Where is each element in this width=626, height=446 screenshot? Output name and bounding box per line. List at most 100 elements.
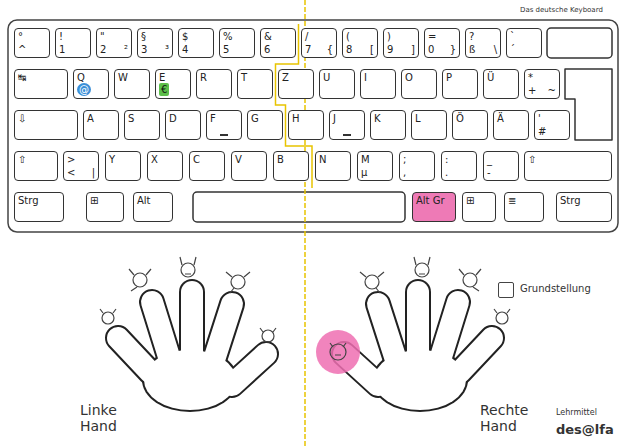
key-legend: ; bbox=[403, 154, 406, 165]
key-legend: E bbox=[159, 72, 165, 83]
key-cap: Ö bbox=[452, 110, 488, 140]
key-cap: G bbox=[247, 110, 283, 140]
home-bump bbox=[220, 134, 228, 136]
key-legend: ` bbox=[510, 31, 515, 42]
key-cap: T bbox=[237, 69, 273, 99]
key-legend: Alt Gr bbox=[416, 195, 445, 206]
key-legend: U bbox=[323, 72, 330, 83]
key-legend: ß bbox=[469, 44, 475, 55]
key-cap: K bbox=[370, 110, 406, 140]
key-legend: P bbox=[446, 72, 452, 83]
key-cap: %5 bbox=[219, 28, 255, 58]
key-cap: A bbox=[83, 110, 119, 140]
key-legend: § bbox=[141, 31, 146, 42]
key-cap: ;, bbox=[399, 151, 435, 181]
key-legend: + bbox=[528, 85, 536, 96]
key-cap: X bbox=[147, 151, 183, 181]
key-legend: $ bbox=[182, 31, 188, 42]
key-legend: ] bbox=[411, 44, 415, 55]
key-legend: . bbox=[445, 167, 448, 178]
key-cap: R bbox=[196, 69, 232, 99]
key-cap: '# bbox=[534, 110, 570, 140]
key-legend: ⊞ bbox=[466, 195, 474, 206]
key-legend: ↹ bbox=[18, 72, 26, 83]
key-cap: ↹ bbox=[14, 69, 68, 99]
key-cap: Strg bbox=[556, 192, 612, 222]
hand-divider bbox=[304, 0, 306, 446]
key-legend: 8 bbox=[346, 44, 352, 55]
key-cap: ≣ bbox=[504, 192, 544, 222]
key-legend: ? bbox=[469, 31, 474, 42]
key-cap: L bbox=[411, 110, 447, 140]
key-legend: µ bbox=[361, 167, 367, 178]
key-legend: \ bbox=[494, 44, 497, 55]
key-legend: K bbox=[374, 113, 381, 124]
palm-fill bbox=[374, 350, 466, 410]
palm-fill bbox=[144, 350, 236, 410]
key-legend: 7 bbox=[305, 44, 311, 55]
key-cap: S bbox=[124, 110, 160, 140]
key-cap: Alt bbox=[133, 192, 173, 222]
key-legend: 6 bbox=[264, 44, 270, 55]
key-cap: Ä bbox=[493, 110, 529, 140]
key-legend: D bbox=[169, 113, 177, 124]
key-cap: J bbox=[329, 110, 365, 140]
key-cap: / 7 { bbox=[301, 28, 337, 58]
key-legend: L bbox=[415, 113, 421, 124]
key-cap: Alt Gr bbox=[412, 192, 456, 222]
key-cap: N bbox=[315, 151, 351, 181]
key-cap: ⇩ bbox=[14, 110, 78, 140]
key-legend: ⊞ bbox=[90, 195, 98, 206]
key-legend: 5 bbox=[223, 44, 229, 55]
key-legend: W bbox=[118, 72, 128, 83]
right-hand bbox=[344, 292, 492, 412]
key-cap: ><| bbox=[63, 151, 99, 181]
text-label: Rechte Hand bbox=[480, 402, 540, 434]
key-legend: { bbox=[327, 44, 333, 55]
text-label: Lehrmittel bbox=[556, 408, 597, 417]
left-hand bbox=[118, 292, 266, 412]
space-key bbox=[193, 192, 405, 222]
key-cap: Ü bbox=[483, 69, 519, 99]
key-legend: ³ bbox=[165, 44, 169, 55]
key-legend: ' bbox=[538, 113, 541, 124]
key-cap: )9] bbox=[383, 28, 419, 58]
text-label: Das deutsche Keyboard bbox=[520, 6, 603, 14]
key-legend: Z bbox=[282, 72, 289, 83]
key-legend: S bbox=[128, 113, 134, 124]
key-legend: } bbox=[450, 44, 456, 55]
key-legend: ^ bbox=[18, 44, 26, 55]
key-cap: ⇧ bbox=[524, 151, 612, 181]
key-legend: ⇩ bbox=[18, 113, 26, 124]
key-cap: U bbox=[319, 69, 355, 99]
key-cap: $4 bbox=[178, 28, 214, 58]
key-legend: N bbox=[319, 154, 326, 165]
key-cap: Y bbox=[105, 151, 141, 181]
keyboard-frame bbox=[8, 20, 618, 232]
key-cap: F bbox=[206, 110, 242, 140]
key-cap: :. bbox=[441, 151, 477, 181]
key-cap: ⇧ bbox=[14, 151, 58, 181]
key-legend: R bbox=[200, 72, 207, 83]
key-legend: # bbox=[538, 126, 546, 137]
text-label: des@lfa bbox=[556, 422, 614, 437]
key-legend: ⇧ bbox=[18, 154, 26, 165]
enter-key bbox=[565, 69, 612, 140]
key-cap: =0} bbox=[424, 28, 460, 58]
key-cap: O bbox=[401, 69, 437, 99]
key-legend: ° bbox=[18, 31, 23, 42]
key-legend: X bbox=[151, 154, 158, 165]
key-legend: V bbox=[235, 154, 242, 165]
key-cap: !1 bbox=[55, 28, 91, 58]
key-legend: ~ bbox=[548, 85, 556, 96]
key-legend: M bbox=[361, 154, 370, 165]
key-legend: , bbox=[403, 167, 406, 178]
key-legend: B bbox=[277, 154, 284, 165]
key-legend: / bbox=[305, 31, 308, 42]
key-cap: E€ bbox=[155, 69, 191, 99]
key-legend: Ä bbox=[497, 113, 504, 124]
key-legend: * bbox=[528, 72, 533, 83]
key-legend: T bbox=[241, 72, 247, 83]
key-legend: @ bbox=[77, 83, 91, 96]
